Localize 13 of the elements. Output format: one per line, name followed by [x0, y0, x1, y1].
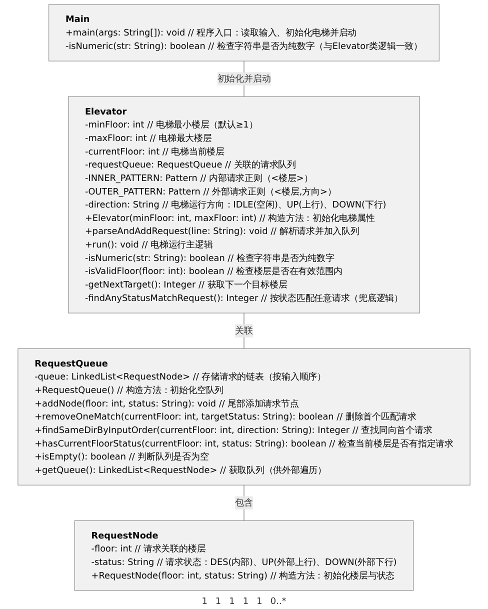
multiplicity-label: 1	[229, 597, 235, 607]
multiplicity-label: 1	[202, 597, 208, 607]
edge-label: 关联	[235, 325, 253, 336]
node-box: RequestNode -floor: int // 请求关联的楼层 -status: String // 请求状态：DES(内部)、UP(外部上行)、DOWN(外部下行) +RequestNode(floor: int, status: String) // 构造方法：初始化楼层与状态	[74, 520, 414, 591]
node-box: Elevator -minFloor: int // 电梯最小楼层（默认≥1） -maxFloor: int // 电梯最大楼层 -currentFloor: int // 电梯当前楼层 -requestQueue: RequestQueue // 关联的请求队列 -INNER_PATTERN: Pattern // 内部请求正则（<楼层>） -OUTER_PATTERN: Pattern // 外部请求正则（<楼层,方向>） -direction: String // 电梯运行方向：IDLE(空闲)、UP(上行)、DOWN(下行) +Elevator(minFloor: int, maxFloor: int) // 构造方法：初始化电梯属性 +parseAndAddRequest(line: String): void // 解析请求并加入队列 +run(): void // 电梯运行主逻辑 -isNumeric(str: String): boolean // 检查字符串是否为纯数字 -isValidFloor(floor: int): boolean // 检查楼层是否在有效范围内 -getNextTarget(): Integer // 获取下一个目标楼层 -findAnyStatusMatchRequest(): Integer // 按状态匹配任意请求（兜底逻辑）	[68, 96, 420, 314]
edge-label: 包含	[235, 497, 253, 508]
multiplicity-label: 1	[242, 597, 249, 607]
multiplicity-label: 0..*	[270, 597, 286, 607]
edge-label: 初始化并启动	[217, 73, 271, 84]
multiplicity-label: 1	[256, 597, 262, 607]
node-box: Main +main(args: String[]): void // 程序入口：读取输入、初始化电梯并启动 -isNumeric(str: String): boolean // 检查字符串是否为纯数字（与Elevator类逻辑一致）	[48, 4, 440, 62]
node-box: RequestQueue -queue: LinkedList<RequestNode> // 存储请求的链表（按输入顺序） +RequestQueue() // 构造方法：初始化空队列 +addNode(floor: int, status: String): void // 尾部添加请求节点 +removeOneMatch(currentFloor: int, targetStatus: String): boolean // 删除首个匹配请求 +findSameDirByInputOrder(currentFloor: int, direction: String): Integer // 查找同向首个请求 +hasCurrentFloorStatus(currentFloor: int, status: String): boolean // 检查当前楼层是否有指定请求 +isEmpty(): boolean // 判断队列是否为空 +getQueue(): LinkedList<RequestNode> // 获取队列（供外部遍历）	[18, 348, 470, 486]
multiplicity-label: 1	[215, 597, 222, 607]
